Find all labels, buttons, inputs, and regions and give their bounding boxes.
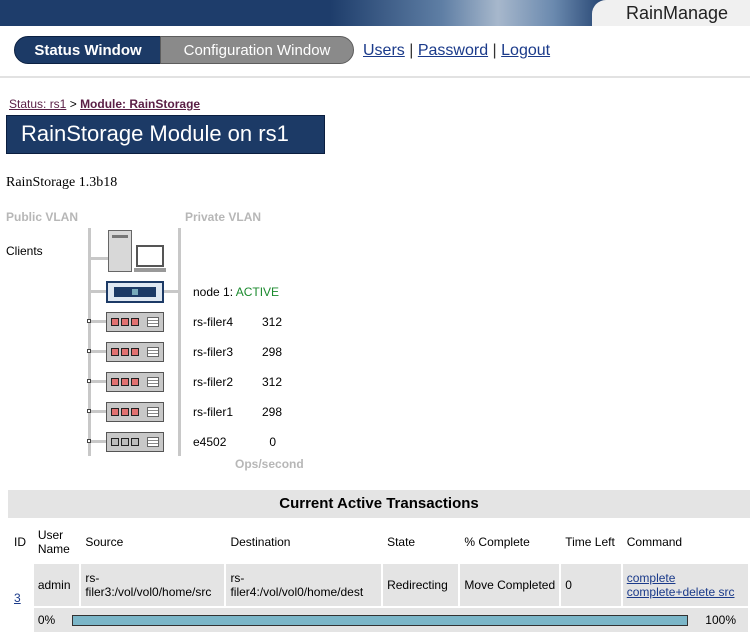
transactions-table: ID User Name Source Destination State % …: [8, 520, 750, 634]
node-icon: [106, 281, 164, 303]
node-state: ACTIVE: [235, 285, 280, 299]
filer-name: rs-filer4: [193, 315, 234, 329]
filer-server-icon: [106, 342, 164, 362]
node-connector: [164, 290, 178, 293]
client-keyboard-icon: [134, 268, 166, 272]
filer-connector: [91, 440, 106, 443]
link-separator: |: [409, 42, 414, 59]
filer-ops: 298: [261, 345, 282, 359]
filer-connector: [91, 410, 106, 413]
progress-cell: 0% 100%: [33, 608, 748, 632]
column-header: Command: [622, 522, 748, 562]
filer-server-icon: [106, 402, 164, 422]
progress-min-label: 0%: [37, 613, 56, 627]
filer-ops: 312: [261, 375, 282, 389]
progress-row: 0% 100%: [10, 608, 748, 632]
transaction-id-cell: 3: [10, 564, 32, 632]
table-row: 3 admin rs-filer3:/vol/vol0/home/src rs-…: [10, 564, 748, 632]
source-cell: rs-filer3:/vol/vol0/home/src: [81, 564, 225, 606]
nav-bar: Status Window Configuration Window Users…: [0, 26, 750, 76]
node-status: node 1: ACTIVE: [193, 285, 279, 299]
filer-name: rs-filer1: [193, 405, 234, 419]
column-header: User Name: [33, 522, 80, 562]
filer-connector: [91, 350, 106, 353]
ops-per-second-label: Ops/second: [235, 457, 304, 471]
complete-cell: Move Completed: [460, 564, 560, 606]
filer-connector: [91, 320, 106, 323]
progress-bar: [71, 615, 688, 626]
tab-status-window[interactable]: Status Window: [14, 36, 162, 64]
breadcrumb-separator: >: [69, 97, 77, 111]
account-links: Users | Password | Logout: [363, 42, 550, 60]
filer-server-icon: [106, 372, 164, 392]
progress-bar-fill: [72, 616, 687, 625]
transaction-id-link[interactable]: 3: [14, 591, 21, 605]
client-tower-icon: [108, 230, 132, 272]
progress-bar-container: 0% 100%: [38, 610, 744, 630]
node-label: node 1:: [193, 285, 234, 299]
connector-port-icon: [87, 349, 91, 353]
complete-command-link[interactable]: complete: [626, 571, 676, 585]
filer-ops: 312: [261, 315, 282, 329]
progress-max-label: 100%: [705, 613, 736, 627]
filer-server-icon: [106, 432, 164, 452]
filer-connector: [91, 380, 106, 383]
app-brand: RainManage: [592, 0, 750, 26]
complete-delete-command-link[interactable]: complete+delete src: [626, 585, 735, 599]
connector-port-icon: [87, 379, 91, 383]
top-banner: RainManage: [0, 0, 750, 26]
destination-cell: rs-filer4:/vol/vol0/home/dest: [226, 564, 382, 606]
column-header: Destination: [226, 522, 382, 562]
page-title: RainStorage Module on rs1: [6, 115, 325, 154]
filer-ops: 0: [269, 435, 276, 449]
column-header: Time Left: [561, 522, 621, 562]
user-cell: admin: [33, 564, 80, 606]
column-header: State: [383, 522, 459, 562]
clients-label: Clients: [6, 244, 43, 258]
filer-ops: 298: [261, 405, 282, 419]
command-cell: complete complete+delete src: [622, 564, 748, 606]
breadcrumb-parent-link[interactable]: Status: rs1: [9, 97, 67, 111]
transactions-title: Current Active Transactions: [8, 490, 750, 518]
filer-name: rs-filer2: [193, 375, 234, 389]
connector-port-icon: [87, 409, 91, 413]
tab-configuration-window[interactable]: Configuration Window: [160, 36, 354, 64]
nav-divider: [0, 76, 750, 78]
connector-port-icon: [87, 319, 91, 323]
filer-server-icon: [106, 312, 164, 332]
banner-decoration: [330, 0, 610, 26]
users-link[interactable]: Users: [363, 42, 405, 59]
node-connector: [91, 290, 106, 293]
private-vlan-label: Private VLAN: [185, 210, 262, 224]
connector-port-icon: [87, 439, 91, 443]
breadcrumb-current: Module: RainStorage: [80, 97, 201, 111]
logout-link[interactable]: Logout: [501, 42, 551, 59]
state-cell: Redirecting: [383, 564, 459, 606]
public-vlan-label: Public VLAN: [6, 210, 79, 224]
private-vlan-line: [178, 228, 181, 456]
clients-connector: [91, 257, 108, 260]
filer-name: rs-filer3: [193, 345, 234, 359]
link-separator: |: [492, 42, 497, 59]
public-vlan-line: [88, 228, 91, 456]
filer-name: e4502: [193, 435, 227, 449]
client-monitor-icon: [136, 245, 164, 267]
column-header: % Complete: [460, 522, 560, 562]
table-header-row: ID User Name Source Destination State % …: [10, 522, 748, 562]
module-version: RainStorage 1.3b18: [6, 175, 118, 190]
password-link[interactable]: Password: [417, 42, 489, 59]
breadcrumb: Status: rs1 > Module: RainStorage: [9, 97, 200, 111]
column-header: Source: [81, 522, 225, 562]
time-left-cell: 0: [561, 564, 621, 606]
column-header: ID: [10, 522, 32, 562]
